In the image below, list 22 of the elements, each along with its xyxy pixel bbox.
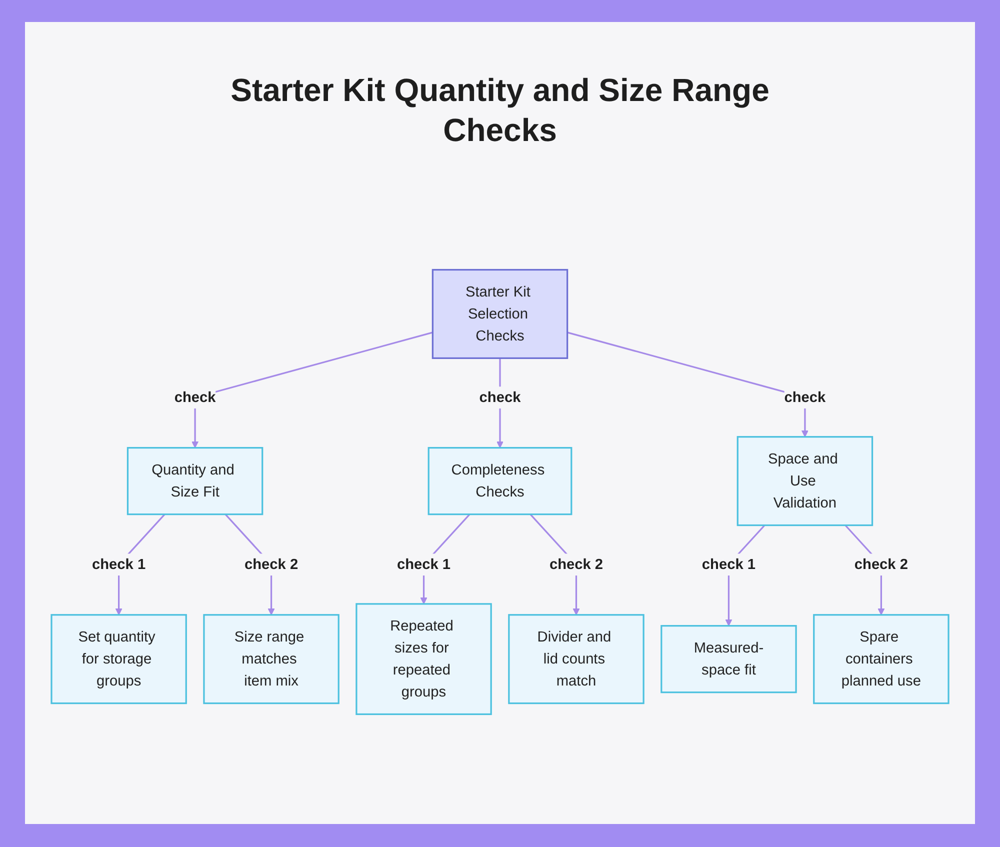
edge-label: check 2 bbox=[854, 556, 908, 572]
arrow bbox=[567, 332, 809, 438]
title: Starter Kit Quantity and Size Range Checks bbox=[230, 71, 770, 150]
edge-label: check 1 bbox=[702, 556, 756, 572]
arrow bbox=[191, 332, 433, 448]
node-box: Set quantity for storage groups bbox=[50, 614, 187, 704]
edge-label: check bbox=[784, 388, 826, 406]
node-box: Size range matches item mix bbox=[203, 614, 340, 704]
edge-label: check bbox=[174, 388, 216, 406]
node-box: Spare containers planned use bbox=[813, 614, 950, 704]
node-box: Starter Kit Selection Checks bbox=[432, 268, 568, 359]
edge-label: check 2 bbox=[244, 556, 298, 572]
node-box: Divider and lid counts match bbox=[508, 614, 644, 704]
edge-label: check bbox=[479, 388, 521, 406]
node-box: Space and Use Validation bbox=[736, 436, 874, 526]
edge-label: check 1 bbox=[396, 556, 451, 572]
node-box: Repeated sizes for repeated groups bbox=[356, 603, 492, 716]
edge-label: check 1 bbox=[92, 556, 146, 572]
edge-label: check 2 bbox=[549, 556, 604, 572]
node-box: Quantity and Size Fit bbox=[126, 447, 264, 516]
node-box: Measured-space fit bbox=[660, 625, 797, 694]
node-box: Completeness Checks bbox=[428, 447, 572, 516]
